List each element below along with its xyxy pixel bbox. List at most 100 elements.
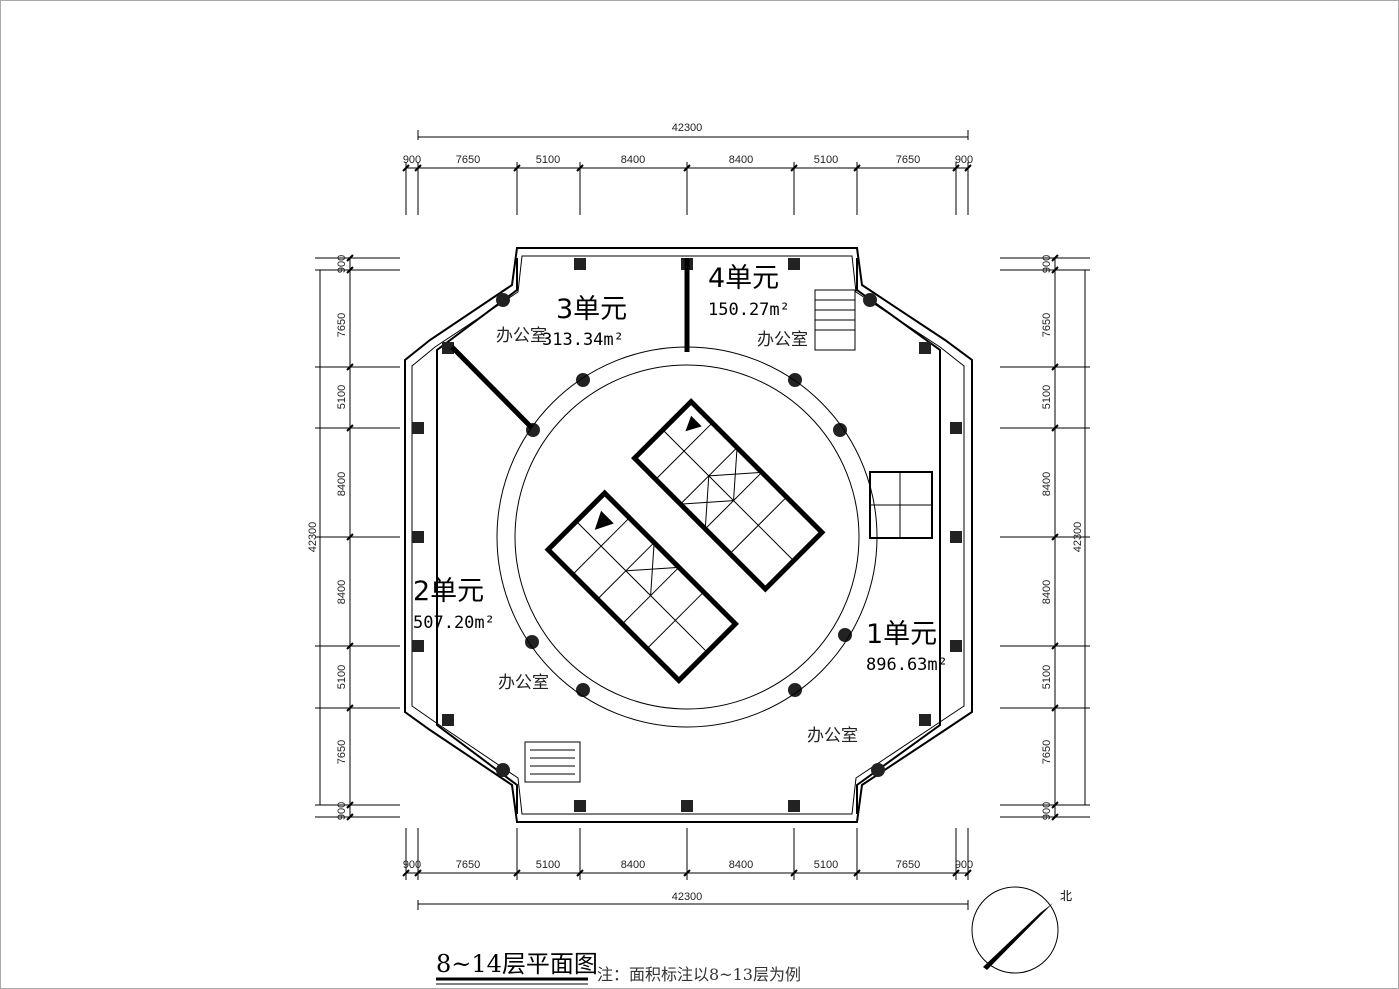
left-dimensions: 42300 900 7650 5100 8400 8400 5100 7650 …	[307, 254, 400, 821]
unit-dividers	[450, 258, 690, 430]
column	[950, 640, 962, 652]
dim-label: 5100	[1041, 385, 1053, 409]
north-arrow: 北	[971, 886, 1072, 974]
dim-tick	[952, 164, 960, 172]
core-north	[631, 398, 826, 593]
dim-label: 7650	[896, 154, 920, 166]
dim-tick	[346, 533, 354, 541]
dim-tick	[853, 869, 861, 877]
dim-label: 5100	[536, 154, 560, 166]
dim-tick	[1051, 642, 1059, 650]
dim-tick	[346, 363, 354, 371]
building-outline	[404, 247, 973, 823]
dim-label: 5100	[336, 665, 348, 689]
dim-tick	[576, 164, 584, 172]
dim-tick	[346, 813, 354, 821]
column	[788, 258, 800, 270]
dim-tick	[402, 164, 410, 172]
dim-tick	[1051, 704, 1059, 712]
bottom-dimensions: 42300 900 7650 5100 8400 8400 5100 7650 …	[402, 828, 973, 910]
dim-label: 7650	[1041, 313, 1053, 337]
round-column	[496, 763, 510, 777]
dim-label: 8400	[729, 859, 753, 871]
dim-total-left: 42300	[307, 522, 319, 553]
unit-1-label: 1单元	[866, 619, 937, 650]
area-note: 注：面积标注以8~13层为例	[597, 965, 801, 984]
stair-southwest	[524, 741, 581, 783]
dim-label: 5100	[814, 859, 838, 871]
dim-tick	[1051, 424, 1059, 432]
dim-total-bottom: 42300	[672, 891, 703, 903]
dim-tick	[853, 164, 861, 172]
dim-tick	[346, 642, 354, 650]
column	[788, 800, 800, 812]
dim-tick	[346, 266, 354, 274]
column	[442, 342, 454, 354]
dim-tick	[513, 869, 521, 877]
column	[681, 800, 693, 812]
column	[574, 258, 586, 270]
room-office-label: 办公室	[757, 330, 808, 350]
dim-label: 7650	[336, 313, 348, 337]
column	[412, 531, 424, 543]
unit-2-area: 507.20m²	[413, 613, 495, 633]
dim-tick	[513, 164, 521, 172]
dim-tick	[414, 164, 422, 172]
unit-2-label: 2单元	[413, 576, 484, 607]
dim-tick	[683, 164, 691, 172]
dim-tick	[1051, 533, 1059, 541]
column	[442, 714, 454, 726]
room-office-label: 办公室	[498, 673, 549, 693]
dim-tick	[1051, 254, 1059, 262]
column	[919, 714, 931, 726]
round-column	[576, 373, 590, 387]
dim-tick	[964, 869, 972, 877]
column	[919, 342, 931, 354]
dim-tick	[346, 424, 354, 432]
round-column	[576, 683, 590, 697]
dim-tick	[414, 869, 422, 877]
round-column	[838, 628, 852, 642]
column	[950, 422, 962, 434]
dim-label: 900	[955, 154, 973, 166]
dim-label: 900	[403, 859, 421, 871]
room-office-label: 办公室	[807, 726, 858, 746]
round-column	[863, 293, 877, 307]
dim-label: 7650	[336, 740, 348, 764]
dim-total-top: 42300	[672, 122, 703, 134]
unit-4-label: 4单元	[708, 263, 779, 294]
column	[412, 640, 424, 652]
column	[574, 800, 586, 812]
dim-label: 8400	[336, 472, 348, 496]
round-column	[496, 293, 510, 307]
dim-tick	[952, 869, 960, 877]
right-dimensions: 42300 900 7650 5100 8400 8400 5100 7650 …	[1000, 254, 1090, 821]
dim-label: 7650	[896, 859, 920, 871]
dim-tick	[1051, 813, 1059, 821]
column	[950, 531, 962, 543]
dim-label: 5100	[536, 859, 560, 871]
dim-tick	[576, 869, 584, 877]
dim-tick	[1051, 801, 1059, 809]
dim-tick	[1051, 266, 1059, 274]
round-column	[833, 423, 847, 437]
stair-northeast	[814, 289, 856, 351]
dim-tick	[402, 869, 410, 877]
dim-label: 5100	[1041, 665, 1053, 689]
structural-columns	[412, 258, 962, 812]
dim-label: 8400	[336, 580, 348, 604]
dim-tick	[1051, 363, 1059, 371]
column	[412, 422, 424, 434]
dim-tick	[790, 869, 798, 877]
dim-label: 5100	[814, 154, 838, 166]
drawing-title: 8~14层平面图	[436, 950, 598, 978]
dim-label: 900	[336, 255, 348, 273]
north-label: 北	[1060, 889, 1072, 903]
dim-label: 7650	[1041, 740, 1053, 764]
unit-1-area: 896.63m²	[866, 655, 948, 675]
north-arrow-icon	[983, 903, 1053, 970]
dim-label: 900	[1041, 255, 1053, 273]
dim-label: 7650	[456, 154, 480, 166]
round-column	[525, 635, 539, 649]
